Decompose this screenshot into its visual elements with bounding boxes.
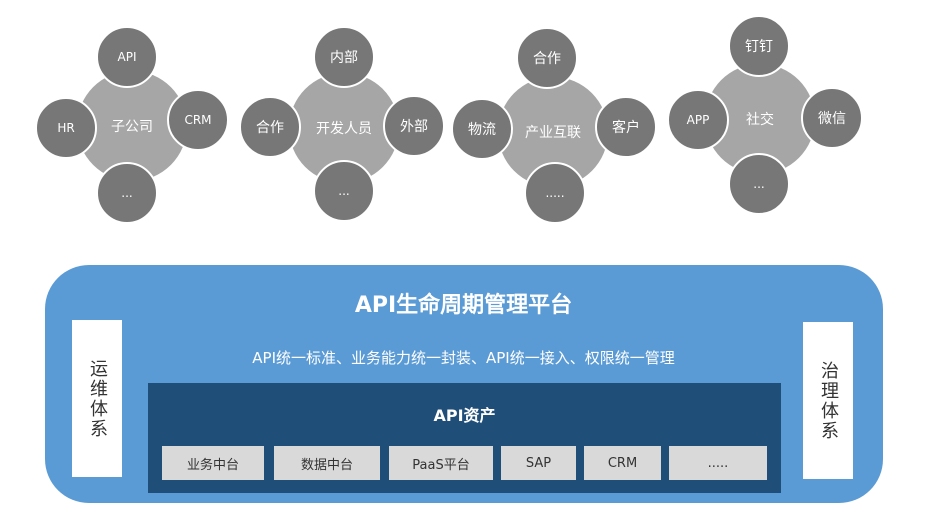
cluster-4-node-right: 微信 (801, 87, 863, 149)
asset-item: 数据中台 (274, 446, 380, 480)
cluster-2-node-top: 内部 (313, 26, 375, 88)
asset-item: PaaS平台 (389, 446, 493, 480)
cluster-3-node-top: 合作 (516, 27, 578, 89)
cluster-3-node-bottom: ..... (524, 162, 586, 224)
cluster-2-node-left: 合作 (239, 96, 301, 158)
cluster-4-node-top: 钉钉 (728, 15, 790, 77)
governance-system-label: 治理体系 (803, 322, 853, 479)
cluster-3-node-right: 客户 (595, 96, 657, 158)
cluster-3-node-left: 物流 (451, 98, 513, 160)
asset-item: CRM (584, 446, 661, 480)
ops-system-label: 运维体系 (72, 320, 122, 477)
asset-item: 业务中台 (162, 446, 264, 480)
platform-title: API生命周期管理平台 (354, 293, 573, 318)
cluster-2-node-right: 外部 (383, 95, 445, 157)
cluster-1-node-left: HR (35, 97, 97, 159)
cluster-1-node-bottom: ... (96, 162, 158, 224)
cluster-1-node-top: API (96, 26, 158, 88)
asset-item: SAP (501, 446, 576, 480)
cluster-2-node-bottom: ... (313, 160, 375, 222)
api-assets-title: API资产 (433, 406, 496, 425)
asset-item: ..... (669, 446, 767, 480)
platform-subtitle: API统一标准、业务能力统一封装、API统一接入、权限统一管理 (252, 349, 675, 367)
cluster-4-node-bottom: ... (728, 153, 790, 215)
cluster-1-node-right: CRM (167, 89, 229, 151)
cluster-4-node-left: APP (667, 89, 729, 151)
